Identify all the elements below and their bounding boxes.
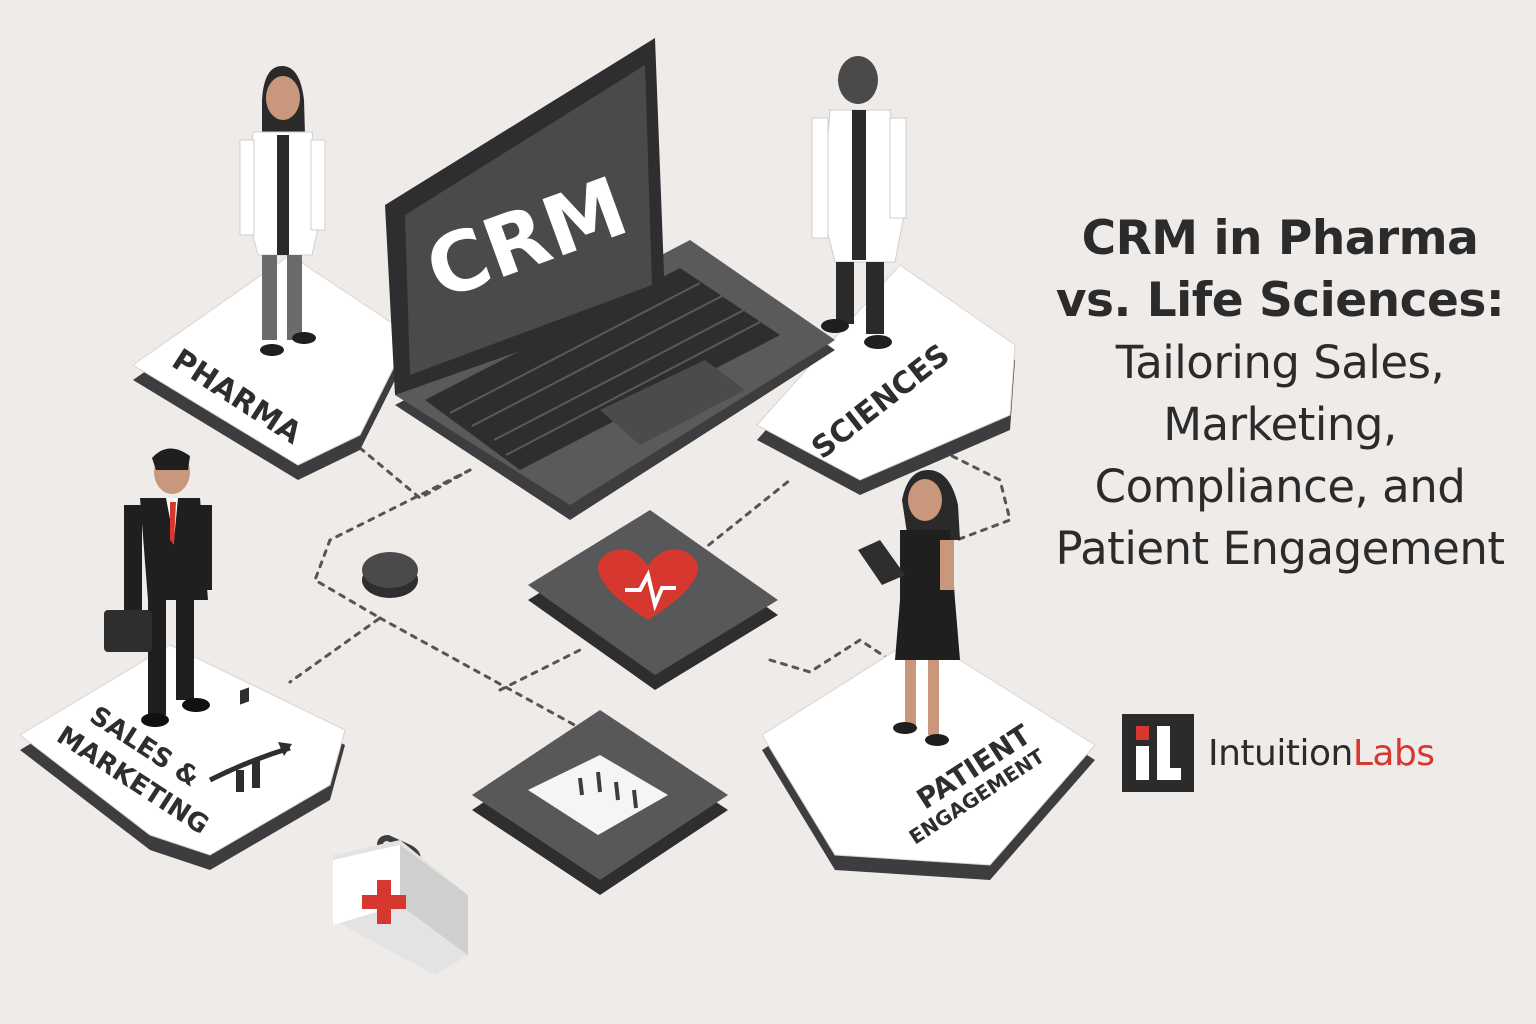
briefcase-icon bbox=[104, 610, 152, 652]
pharma-doctor-figure bbox=[239, 66, 326, 356]
pharma-tile: PHARMA bbox=[132, 254, 411, 480]
laptop-keyboard bbox=[425, 268, 780, 470]
title-line-2: vs. Life Sciences: bbox=[1055, 273, 1505, 328]
logo-text-part1: Intuition bbox=[1208, 732, 1353, 774]
intuitionlabs-logo: IntuitionLabs bbox=[1122, 714, 1435, 792]
mouse-icon bbox=[362, 552, 418, 598]
growth-chart-icon bbox=[208, 687, 292, 792]
logo-text-part2: Labs bbox=[1352, 732, 1435, 774]
title-line-3: Tailoring Sales, bbox=[1115, 336, 1445, 389]
logo-mark-icon bbox=[1122, 714, 1194, 792]
clipboard-tile bbox=[472, 710, 728, 895]
laptop: CRM bbox=[385, 38, 835, 520]
sciences-tile: SCIENCES bbox=[756, 264, 1016, 495]
title-line-4: Marketing, bbox=[1163, 398, 1397, 451]
clipboard-checklist-icon bbox=[528, 755, 668, 835]
heart-pulse-icon bbox=[598, 549, 698, 620]
logo-text: IntuitionLabs bbox=[1208, 733, 1435, 774]
connector-lines bbox=[288, 438, 1012, 730]
patient-engagement-figure bbox=[858, 470, 960, 746]
patient-engagement-tile: PATIENT ENGAGEMENT bbox=[761, 634, 1096, 880]
tablet-icon bbox=[858, 540, 905, 585]
page-title: CRM in Pharma vs. Life Sciences: Tailori… bbox=[1040, 208, 1520, 580]
title-line-1: CRM in Pharma bbox=[1081, 211, 1479, 266]
laptop-trackpad bbox=[600, 360, 745, 445]
first-aid-kit-icon bbox=[333, 834, 468, 975]
title-line-6: Patient Engagement bbox=[1055, 522, 1505, 575]
title-line-5: Compliance, and bbox=[1094, 460, 1466, 513]
laptop-screen bbox=[405, 65, 652, 375]
sales-rep-figure bbox=[104, 448, 212, 727]
heart-pulse-tile bbox=[528, 510, 778, 690]
sciences-scientist-figure bbox=[811, 56, 907, 349]
